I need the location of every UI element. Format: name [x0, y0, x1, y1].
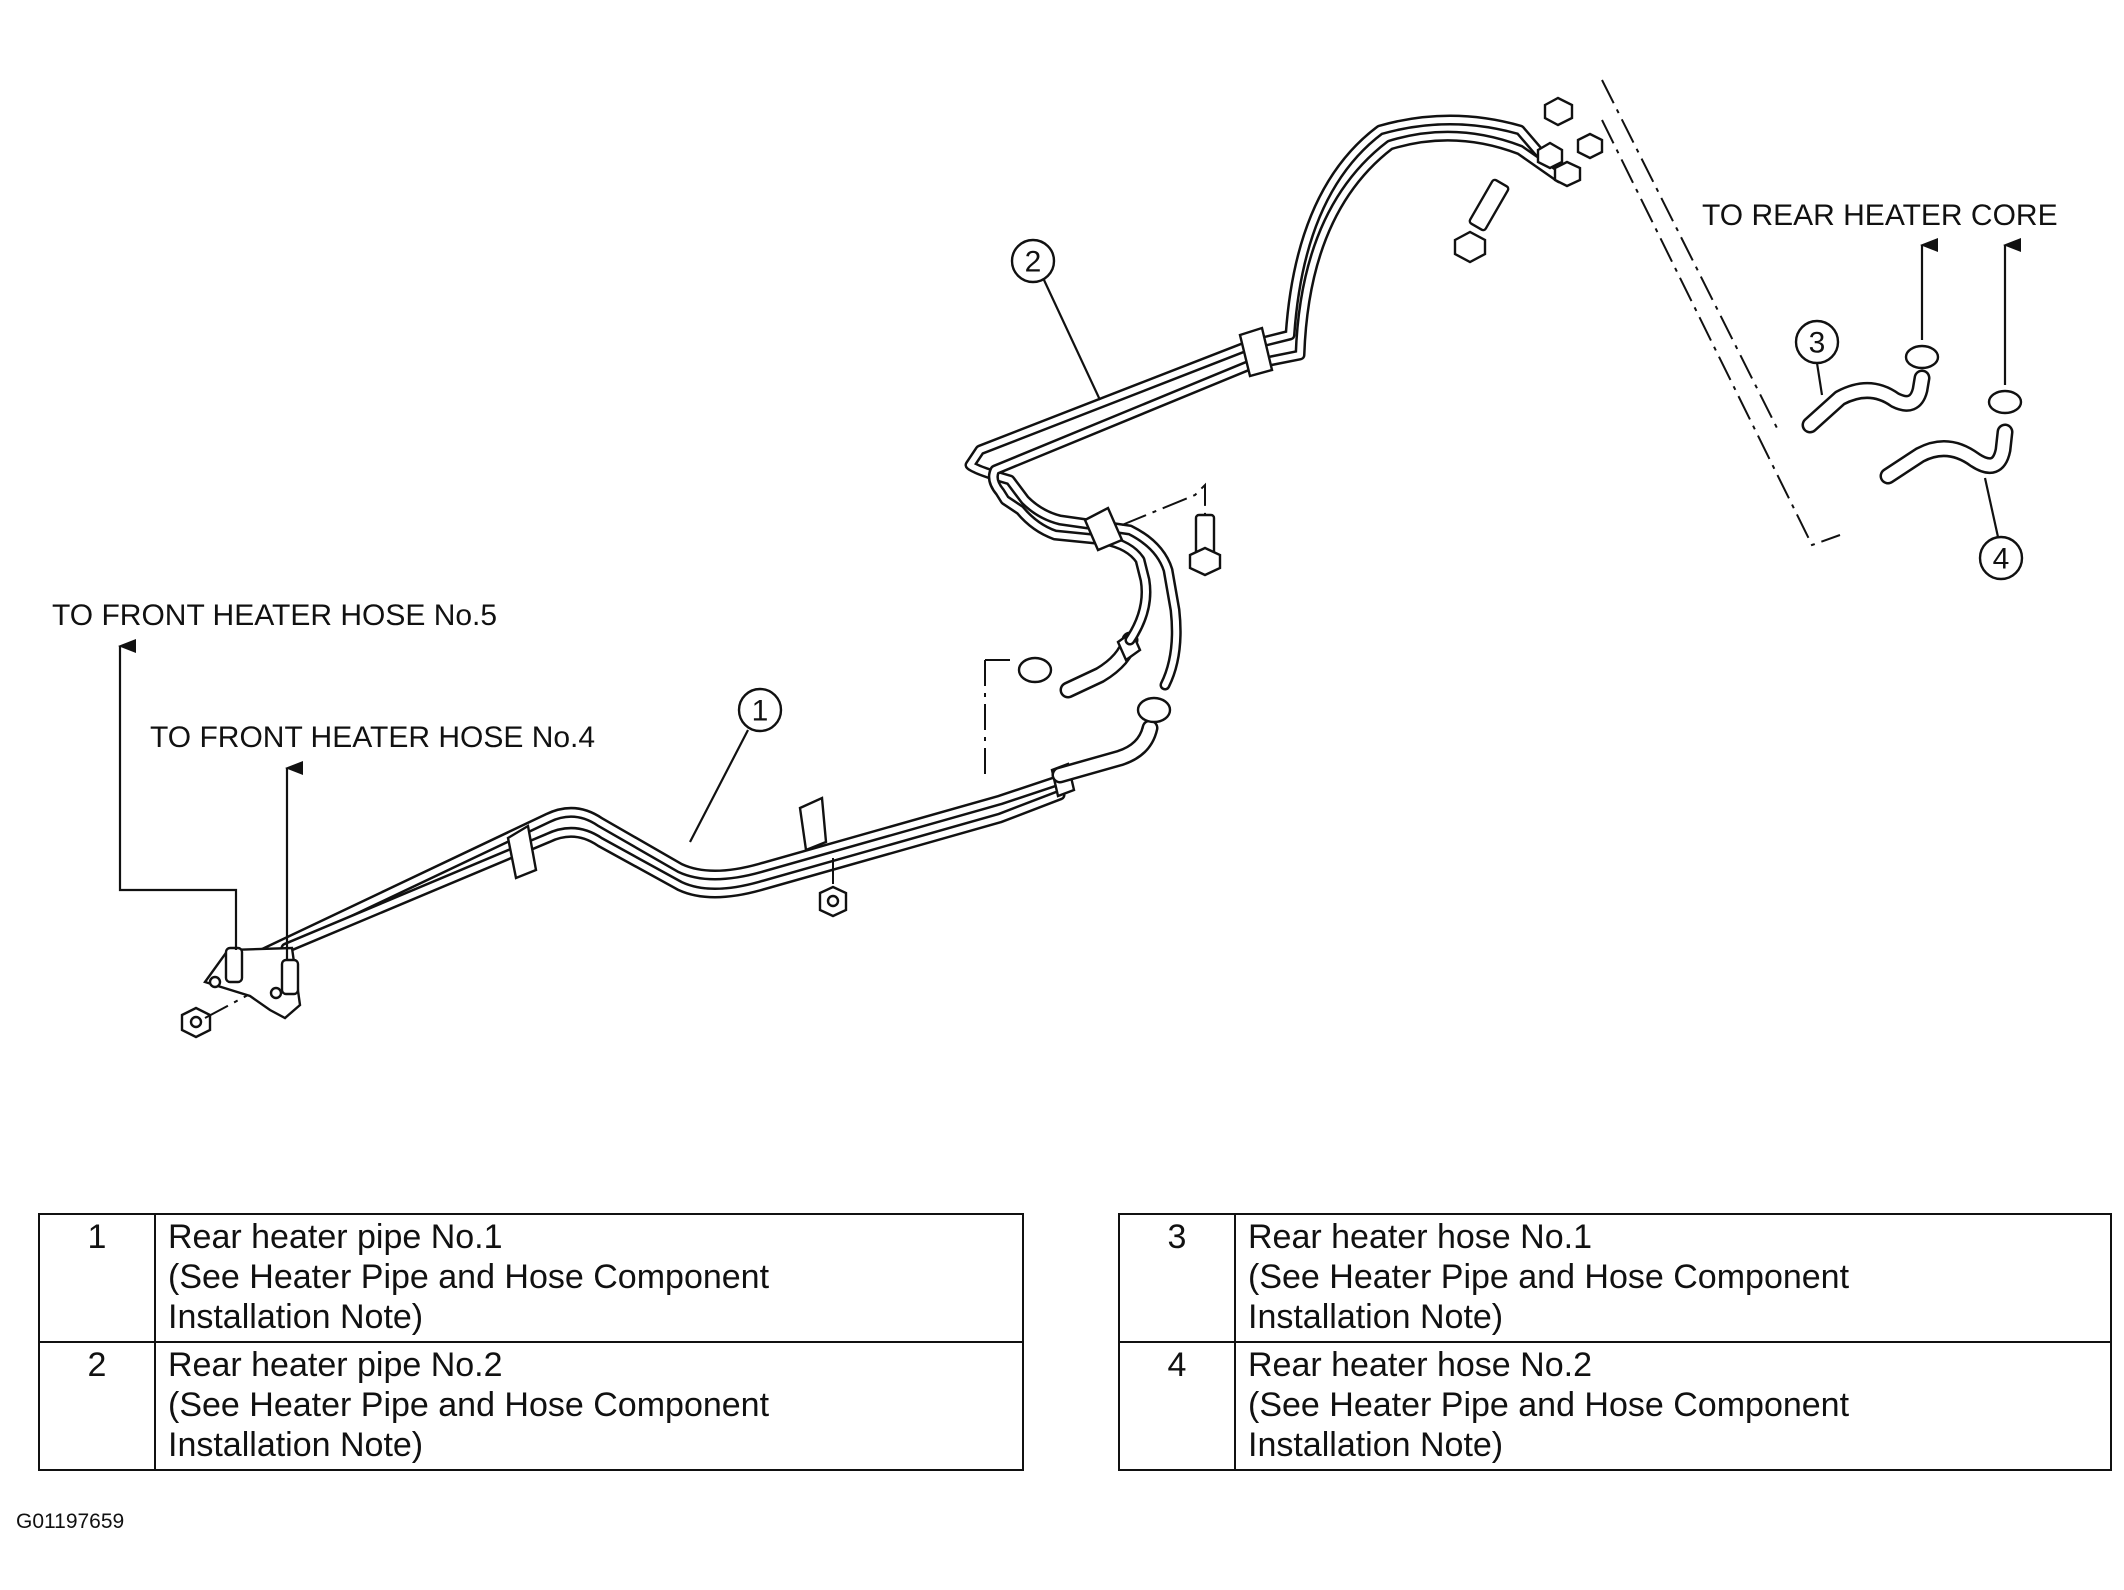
rear-heater-pipe-2	[964, 114, 1566, 691]
legend-row: 2 Rear heater pipe No.2 (See Heater Pipe…	[38, 1341, 1024, 1471]
connecting-hose	[1051, 631, 1159, 784]
part-note: Installation Note)	[1248, 1426, 1504, 1464]
callout-2: 2	[1010, 238, 1101, 401]
part-name: Rear heater hose No.2	[1248, 1346, 1592, 1384]
clamp-nut	[818, 885, 848, 918]
legend-row: 1 Rear heater pipe No.1 (See Heater Pipe…	[38, 1213, 1024, 1343]
clamp-bolt	[1188, 513, 1222, 577]
figure-id: G01197659	[16, 1510, 125, 1533]
legend-table-left: 1 Rear heater pipe No.1 (See Heater Pipe…	[38, 1213, 1024, 1471]
rear-heater-pipe-1	[226, 774, 1066, 974]
legend-number: 4	[1118, 1341, 1236, 1471]
hose-clamp	[1017, 630, 1172, 724]
svg-text:2: 2	[1025, 246, 1042, 279]
callout-3: 3	[1794, 319, 1840, 396]
flange-nut	[180, 1006, 212, 1039]
legend-table-right: 3 Rear heater hose No.1 (See Heater Pipe…	[1118, 1213, 2112, 1471]
part-note: (See Heater Pipe and Hose Component	[1248, 1386, 1850, 1424]
part-note: Installation Note)	[1248, 1298, 1504, 1336]
svg-text:4: 4	[1993, 543, 2010, 576]
part-name: Rear heater pipe No.2	[168, 1346, 503, 1384]
pipe-flange-bracket	[203, 946, 302, 1020]
legend-number: 2	[38, 1341, 156, 1471]
part-note: Installation Note)	[168, 1298, 424, 1336]
pipe-end-fittings	[1536, 96, 1604, 188]
legend-description: Rear heater hose No.1 (See Heater Pipe a…	[1234, 1213, 2112, 1343]
legend-row: 3 Rear heater hose No.1 (See Heater Pipe…	[1118, 1213, 2112, 1343]
label-to-front-hose-4: TO FRONT HEATER HOSE No.4	[150, 721, 595, 754]
pipe-end-bolt	[1453, 178, 1510, 264]
rear-heater-hose-1	[1801, 369, 1931, 434]
part-note: Installation Note)	[168, 1426, 424, 1464]
rear-heater-hose-2	[1879, 423, 2014, 485]
svg-text:3: 3	[1809, 327, 1826, 360]
part-note: (See Heater Pipe and Hose Component	[168, 1258, 770, 1296]
legend-description: Rear heater hose No.2 (See Heater Pipe a…	[1234, 1341, 2112, 1471]
label-to-front-hose-5: TO FRONT HEATER HOSE No.5	[52, 599, 497, 632]
part-name: Rear heater pipe No.1	[168, 1218, 503, 1256]
pipe-clamp	[1083, 326, 1274, 552]
callout-1: 1	[689, 687, 783, 843]
legend-number: 3	[1118, 1213, 1236, 1343]
part-note: (See Heater Pipe and Hose Component	[1248, 1258, 1850, 1296]
part-note: (See Heater Pipe and Hose Component	[168, 1386, 770, 1424]
legend-row: 4 Rear heater hose No.2 (See Heater Pipe…	[1118, 1341, 2112, 1471]
svg-text:1: 1	[752, 695, 769, 728]
part-name: Rear heater hose No.1	[1248, 1218, 1592, 1256]
label-to-rear-heater-core: TO REAR HEATER CORE	[1702, 199, 2058, 232]
legend-description: Rear heater pipe No.1 (See Heater Pipe a…	[154, 1213, 1024, 1343]
callout-4: 4	[1978, 477, 2024, 581]
route-to-front-hose-5	[118, 639, 238, 950]
hose-clamp	[1904, 344, 2023, 415]
legend-number: 1	[38, 1213, 156, 1343]
legend-description: Rear heater pipe No.2 (See Heater Pipe a…	[154, 1341, 1024, 1471]
